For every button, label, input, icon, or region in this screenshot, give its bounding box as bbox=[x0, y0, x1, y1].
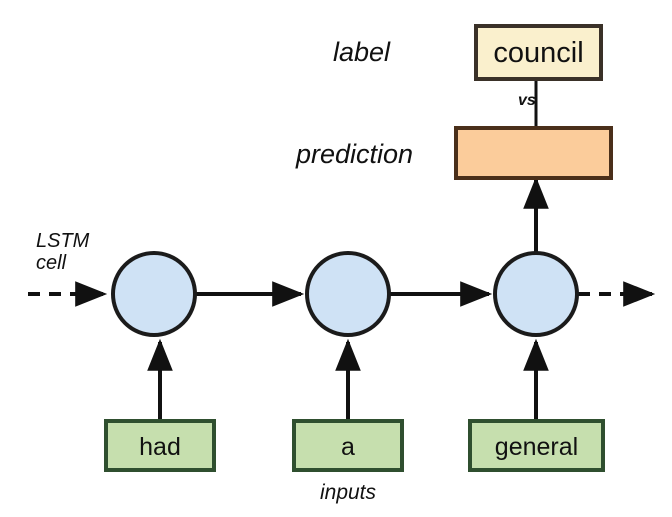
input-box-3[interactable] bbox=[468, 419, 605, 472]
label-box[interactable] bbox=[474, 24, 603, 81]
input-box-2[interactable] bbox=[292, 419, 404, 472]
lstm-cell-3[interactable] bbox=[493, 251, 579, 337]
lstm-cell-annotation-line1: LSTM bbox=[36, 230, 90, 252]
lstm-cell-2[interactable] bbox=[305, 251, 391, 337]
lstm-cell-annotation-line2: cell bbox=[36, 252, 67, 274]
lstm-cell-1[interactable] bbox=[111, 251, 197, 337]
input-box-1[interactable] bbox=[104, 419, 216, 472]
versus-text: vs bbox=[518, 92, 536, 109]
label-caption: label bbox=[333, 37, 391, 67]
prediction-caption: prediction bbox=[296, 139, 414, 169]
inputs-caption: inputs bbox=[319, 481, 377, 504]
prediction-box[interactable] bbox=[454, 126, 613, 180]
